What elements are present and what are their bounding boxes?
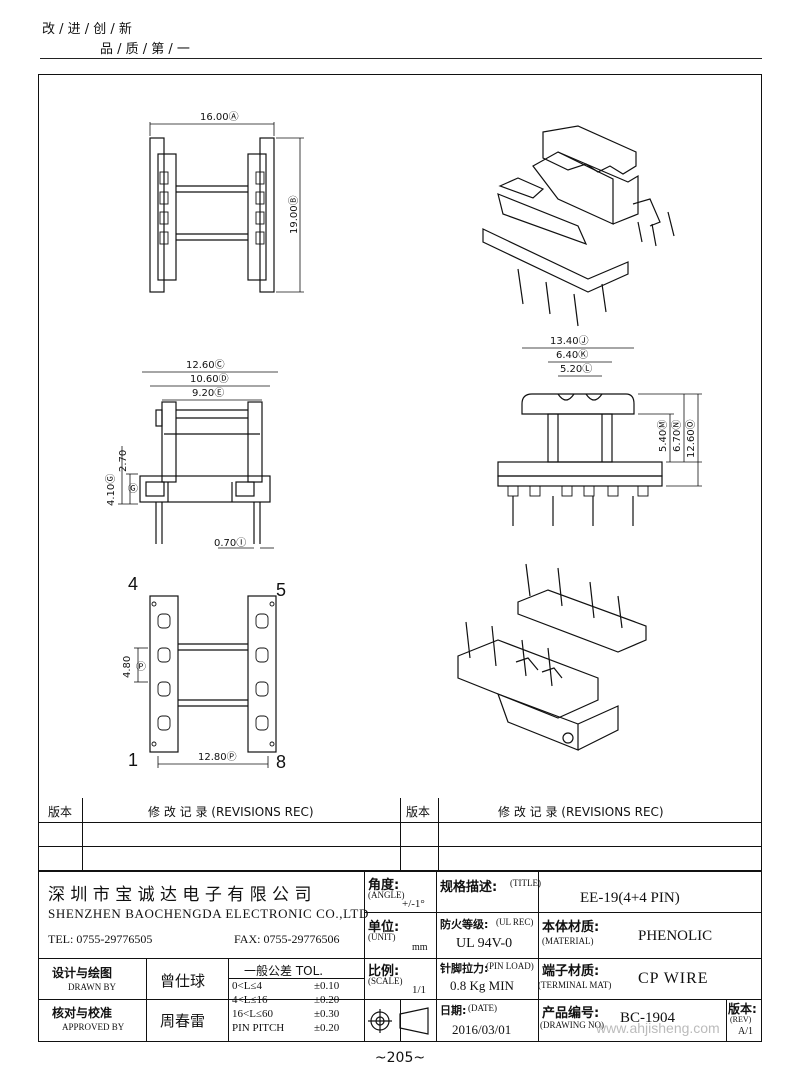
rev-label-en: (REV) [730, 1015, 752, 1024]
dim-front-9-20: 9.20Ⓔ [192, 387, 224, 399]
terminal-value: CP WIRE [638, 970, 709, 987]
iso-view-top [482, 125, 675, 327]
scale-label: 比例: [368, 964, 400, 979]
company-tel: TEL: 0755-29776505 [48, 932, 153, 946]
spec-label: 规格描述: [440, 880, 498, 895]
terminal-label: 端子材质: [542, 964, 600, 979]
rev-value: A/1 [738, 1026, 753, 1037]
dim-front-4-10: 4.10Ⓖ [105, 474, 117, 506]
flame-value: UL 94V-0 [456, 936, 513, 951]
tolerance-row-1-range: 4<L≤16 [232, 994, 268, 1006]
pin-8-label: 8 [276, 752, 286, 772]
dim-top-width: 16.00Ⓐ [200, 111, 239, 123]
iso-view-bottom [457, 563, 647, 751]
pin-4-label: 4 [128, 574, 138, 594]
unit-value: mm [412, 942, 428, 953]
side-view [497, 347, 702, 526]
drawno-value: BC-1904 [620, 1010, 676, 1026]
terminal-label-en: (TERMINAL MAT) [538, 980, 612, 990]
dim-bottom-4-80: 4.80 [122, 656, 133, 678]
tolerance-row-1-value: ±0.20 [314, 994, 340, 1006]
dim-side-6-40: 6.40Ⓚ [556, 349, 588, 361]
spec-label-en: (TITLE) [510, 878, 541, 888]
tolerance-title: 一般公差 TOL. [244, 964, 324, 978]
scale-value: 1/1 [412, 984, 427, 996]
dim-side-5-20: 5.20Ⓛ [560, 363, 592, 375]
unit-label-en: (UNIT) [368, 932, 396, 942]
material-label-en: (MATERIAL) [542, 936, 594, 946]
company-name-en: SHENZHEN BAOCHENGDA ELECTRONIC CO.,LTD [48, 906, 369, 921]
company-fax: FAX: 0755-29776506 [234, 932, 340, 946]
dim-side-12-60: 12.60Ⓞ [685, 419, 697, 458]
slogan-line1: 改 / 进 / 创 / 新 [42, 22, 132, 37]
revision-header-left-title: 修 改 记 录 (REVISIONS REC) [148, 805, 314, 819]
revision-header-right-label: 版本 [406, 805, 431, 819]
pinload-label: 针脚拉力: [440, 962, 489, 975]
drawn-name: 曾仕球 [160, 972, 206, 990]
tolerance-row-3-value: ±0.20 [314, 1022, 340, 1034]
date-label: 日期: [440, 1004, 467, 1017]
dim-top-height: 19.00Ⓑ [288, 195, 300, 234]
scale-label-en: (SCALE) [368, 976, 403, 986]
dim-front-10-60: 10.60Ⓓ [190, 373, 229, 385]
material-value: PHENOLIC [638, 928, 713, 944]
slogan-line2: 品 / 质 / 第 / 一 [100, 42, 190, 57]
drawn-label: 设计与绘图 [52, 966, 113, 980]
tolerance-row-3-range: PIN PITCH [232, 1022, 285, 1034]
dim-bottom-12-80: 12.80Ⓟ [198, 751, 237, 763]
company-name-cn: 深 圳 市 宝 诚 达 电 子 有 限 公 司 [48, 885, 312, 905]
projection-symbol-icon [368, 1007, 429, 1035]
drawno-label: 产品编号: [542, 1006, 600, 1021]
dim-front-2-70: 2.70 [118, 450, 129, 472]
pin-5-label: 5 [276, 580, 286, 600]
tolerance-row-0-range: 0<L≤4 [232, 980, 262, 992]
flame-label-en: (UL REC) [496, 917, 534, 927]
tolerance-row-0-value: ±0.10 [314, 980, 340, 992]
approved-label-en: APPROVED BY [62, 1022, 125, 1032]
approved-name: 周春雷 [160, 1012, 206, 1030]
page-number: ~205~ [374, 1050, 426, 1066]
bottom-view [134, 595, 277, 768]
watermark: www.ahjisheng.com [596, 1020, 720, 1036]
rev-label: 版本: [728, 1002, 757, 1016]
dim-side-6-70: 6.70Ⓝ [671, 420, 683, 452]
material-label: 本体材质: [542, 920, 600, 935]
pinload-label-en: (PIN LOAD) [486, 961, 534, 971]
angle-value: +/-1° [402, 898, 425, 910]
revision-header-left-label: 版本 [48, 805, 73, 819]
pinload-value: 0.8 Kg MIN [450, 978, 514, 993]
spec-value: EE-19(4+4 PIN) [580, 890, 680, 906]
date-label-en: (DATE) [468, 1003, 497, 1013]
drawno-label-en: (DRAWING NO) [540, 1020, 605, 1030]
dim-front-g-mark: Ⓖ [128, 483, 138, 495]
date-value: 2016/03/01 [452, 1022, 512, 1037]
angle-label: 角度: [368, 878, 400, 893]
dim-side-13-40: 13.40Ⓙ [550, 335, 589, 347]
dim-front-0-70: 0.70Ⓘ [214, 537, 246, 549]
tolerance-row-2-range: 16<L≤60 [232, 1008, 273, 1020]
front-view [118, 371, 278, 549]
approved-label: 核对与校准 [52, 1006, 113, 1020]
flame-label: 防火等级: [440, 918, 489, 931]
pin-1-label: 1 [128, 750, 138, 770]
dim-front-12-60: 12.60Ⓒ [186, 359, 225, 371]
revision-header-right-title: 修 改 记 录 (REVISIONS REC) [498, 805, 664, 819]
drawing-svg: 16.00Ⓐ 19.00Ⓑ [105, 111, 702, 772]
technical-drawing: 16.00Ⓐ 19.00Ⓑ [38, 74, 762, 798]
top-view [149, 122, 304, 293]
dim-side-5-40: 5.40Ⓜ [657, 420, 669, 452]
title-block: 版本 修 改 记 录 (REVISIONS REC) 版本 修 改 记 录 (R… [38, 798, 762, 1042]
drawn-label-en: DRAWN BY [68, 982, 117, 992]
dim-bottom-4-80-mark: Ⓟ [136, 661, 146, 673]
angle-label-en: (ANGLE) [368, 890, 405, 900]
unit-label: 单位: [368, 920, 400, 935]
header-divider [40, 58, 762, 59]
tolerance-row-2-value: ±0.30 [314, 1008, 340, 1020]
